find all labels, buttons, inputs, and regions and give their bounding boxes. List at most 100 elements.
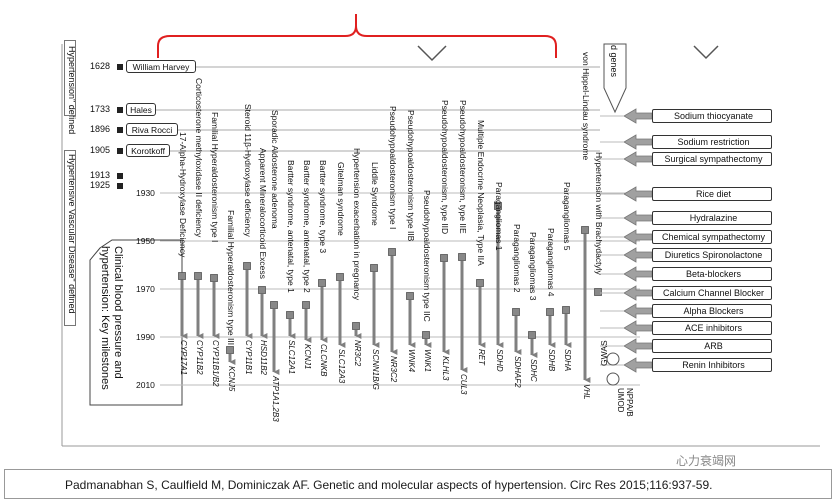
person-year: 1733 — [90, 104, 111, 114]
disease-start-marker — [494, 202, 502, 210]
treatment-arrow — [623, 266, 653, 282]
year-marker — [117, 64, 123, 70]
treatment-box: Sodium thiocyanate — [652, 109, 772, 123]
hypertension-defined-frame — [64, 40, 76, 116]
person-year: 1913 — [90, 170, 111, 180]
disease-start-marker — [318, 279, 326, 287]
people-grid-lines — [156, 66, 600, 152]
disease-start-marker — [270, 301, 278, 309]
treatment-arrow — [623, 210, 653, 226]
gene-label: CYP17A1 — [179, 340, 188, 376]
disease-label: Apparent Mineralocorticoid Excess — [258, 148, 268, 279]
disease-start-marker — [440, 254, 448, 262]
disease-start-marker — [594, 288, 602, 296]
chevron-down-icon — [417, 45, 447, 62]
treatment-arrows — [600, 108, 653, 373]
disease-label: Bartter syndrome, antenatal, type 1 — [286, 160, 296, 293]
disease-label: Paragangliomas 5 — [562, 182, 572, 251]
person-name-box: Hales — [126, 103, 156, 116]
disease-start-marker — [243, 262, 251, 270]
treatment-box: Sodium restriction — [652, 135, 772, 149]
gene-label: KLHL3 — [441, 356, 450, 381]
gene-label: KCNJ1 — [303, 344, 312, 370]
disease-start-marker — [406, 292, 414, 300]
person-year: 1925 — [90, 180, 111, 190]
vascular-disease-frame — [64, 150, 76, 326]
treatment-arrow — [623, 151, 653, 167]
disease-label: Multiple Endocrine Neoplasia, Type IIA — [476, 120, 486, 266]
disease-label: Familial Hyperaldosteronism type III — [226, 210, 236, 346]
treatment-box: Renin Inhibitors — [652, 358, 772, 372]
gene-label: SCNN1B/G — [371, 349, 380, 390]
treatment-box: Alpha Blockers — [652, 304, 772, 318]
disease-start-marker — [581, 226, 589, 234]
disease-label: Pseudohypoaldosteronism, type IID — [440, 100, 450, 235]
genes-callout-shape — [603, 43, 627, 114]
treatment-box: Calcium Channel Blocker — [652, 286, 772, 300]
disease-label: Paragangliomas 4 — [546, 228, 556, 297]
disease-start-marker — [226, 346, 234, 354]
treatment-arrow — [623, 285, 653, 301]
disease-start-marker — [512, 308, 520, 316]
treatment-box: Hydralazine — [652, 211, 772, 225]
disease-label: Pseudohypoaldosteronism, type IIE — [458, 100, 468, 234]
disease-start-marker — [302, 301, 310, 309]
timeline-diagram-svg — [61, 14, 820, 447]
gene-label: NR3C2 — [389, 356, 398, 383]
disease-start-marker — [528, 331, 536, 339]
gwas-label: GWAS — [599, 340, 609, 366]
gene-label: SDHA — [563, 349, 572, 372]
gene-label: SLC12A3 — [337, 349, 346, 384]
gene-label: CYP11B2 — [195, 340, 204, 375]
disease-label: Gitelman syndrome — [336, 162, 346, 236]
treatment-arrow — [623, 229, 653, 245]
timeline-year-label: 1970 — [136, 284, 155, 294]
gene-label: SDHAF2 — [513, 356, 522, 388]
timeline-year-label: 1950 — [136, 236, 155, 246]
treatment-arrow — [623, 134, 653, 150]
gene-label: CYP11B1/B2 — [211, 340, 220, 387]
gwas-circle — [606, 352, 620, 366]
disease-label: Corticosterone methyloxidase II deficien… — [194, 78, 204, 238]
gene-label: ATP1A1,2B3 — [271, 376, 280, 422]
year-marker — [117, 148, 123, 154]
year-marker — [117, 183, 123, 189]
gene-label: HSD11B2 — [259, 340, 268, 375]
disease-label: Hypertension exacerbation in pregnancy — [352, 148, 362, 301]
gene-label: WNK4 — [407, 349, 416, 373]
gwas-circle — [606, 372, 620, 386]
disease-start-marker — [286, 311, 294, 319]
year-grid-lines — [160, 192, 640, 386]
disease-label: Paragangliomas 1 — [494, 182, 504, 251]
treatment-arrow — [623, 108, 653, 124]
disease-label: 17-Alpha-Hydroxylase Deficiency — [178, 132, 188, 258]
gene-label: CLCNKB — [319, 344, 328, 377]
treatment-box: Surgical sympathectomy — [652, 152, 772, 166]
gene-label: RET — [477, 349, 486, 365]
chevron-down-icon — [693, 45, 719, 60]
treatment-arrow — [623, 357, 653, 373]
genes-label: d genes — [609, 45, 619, 78]
year-marker — [117, 107, 123, 113]
treatment-box: Beta-blockers — [652, 267, 772, 281]
disease-label: Sporadic Aldosterone adenoma — [270, 110, 280, 229]
gene-label: VHL — [582, 384, 591, 400]
gene-label: SLC12A1 — [287, 340, 296, 375]
gene-label: WNK1 — [423, 349, 432, 373]
disease-start-marker — [336, 273, 344, 281]
treatment-box: Diuretics Spironolactone — [652, 248, 772, 262]
disease-start-marker — [352, 322, 360, 330]
disease-start-marker — [210, 274, 218, 282]
person-year: 1896 — [90, 124, 111, 134]
disease-label: Familial Hyperaldosteronism type I — [210, 112, 220, 243]
gene-label: SDHD — [495, 349, 504, 372]
person-name-box: Riva Rocci — [126, 123, 178, 136]
disease-label: Paragangliomas 2 — [512, 224, 522, 293]
disease-start-marker — [422, 331, 430, 339]
disease-start-marker — [562, 306, 570, 314]
treatment-arrow — [623, 320, 653, 336]
milestones-callout-shape — [89, 239, 183, 406]
citation-caption-box: Padmanabhan S, Caulfield M, Dominiczak A… — [4, 469, 832, 499]
disease-label: Hypertension with Brachydactyly — [594, 152, 604, 275]
treatment-arrow — [623, 247, 653, 263]
